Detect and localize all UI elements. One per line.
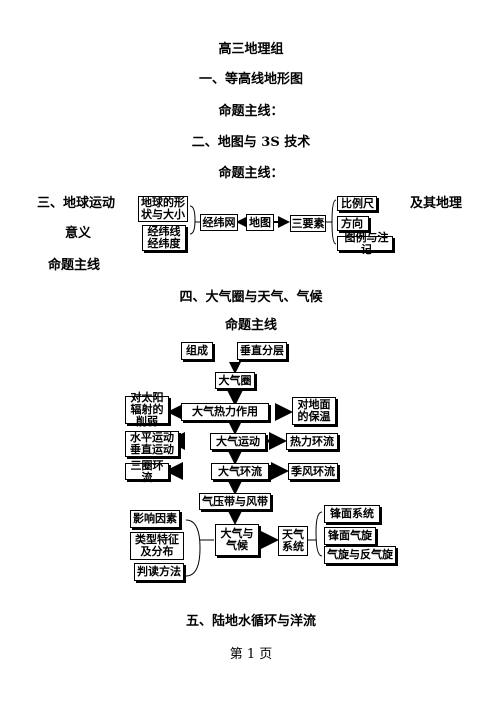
section-1-mainline: 命题主线：: [218, 104, 284, 119]
page-footer: 第 1 页: [0, 643, 502, 662]
box-lat-lon: 经纬线经纬度: [142, 225, 186, 251]
box-direction: 方向: [337, 216, 369, 231]
box-atmosphere: 大气圈: [215, 372, 255, 389]
box-lat-lon-deg: 经纬度: [147, 237, 181, 250]
box-atmo-motion: 大气运动: [210, 433, 266, 450]
footer-prefix: 第: [229, 647, 243, 662]
section-1-title: 一、等高线地形图: [198, 72, 303, 87]
box-legend: 图例与注记: [337, 231, 393, 255]
box-factors: 影响因素: [130, 510, 180, 528]
section-3-meaning: 意义: [65, 226, 92, 241]
box-cyclone-anticyclone: 气旋与反气旋: [324, 546, 396, 564]
box-reading: 判读方法: [134, 563, 184, 581]
box-solar-weaken: 对太阳辐射的削弱: [125, 392, 169, 428]
section-3-title-end: 及其地理: [410, 196, 463, 211]
box-climate: 大气与气候: [215, 524, 259, 556]
section-5-title: 五、陆地水循环与洋流: [185, 614, 316, 629]
box-layers: 垂直分层: [237, 342, 287, 360]
box-horizontal-vertical: 水平运动垂直运动: [125, 431, 179, 457]
box-horizontal-motion: 水平运动: [130, 431, 174, 444]
box-scale: 比例尺: [337, 196, 377, 211]
box-thermal-action: 大气热力作用: [181, 403, 269, 421]
box-front-cyclone: 锋面气旋: [324, 527, 376, 545]
box-vertical-motion: 垂直运动: [130, 443, 174, 456]
box-atmo-circulation: 大气环流: [211, 463, 269, 480]
box-weather-systems: 天气系统: [278, 526, 308, 556]
section-4-title: 四、大气圈与天气、气候: [179, 290, 323, 305]
box-front-system: 锋面系统: [324, 505, 380, 523]
section-3-mainline: 命题主线: [48, 258, 101, 273]
box-monsoon: 季风环流: [288, 463, 338, 480]
box-earth-shape-size: 地球的形状与大小: [138, 196, 188, 222]
section-2-mainline: 命题主线：: [218, 166, 284, 181]
group-title: 高三地理组: [218, 42, 284, 57]
box-types: 类型特征及分布: [130, 532, 184, 560]
box-composition: 组成: [181, 342, 213, 360]
box-thermal-circulation: 热力环流: [286, 433, 338, 450]
page-number: 1: [246, 647, 256, 662]
box-pressure-belts: 气压带与风带: [199, 493, 271, 510]
box-grid: 经纬网: [200, 214, 238, 231]
box-lat-lon-line: 经纬线: [147, 225, 181, 238]
box-ground-insulation: 对地面的保温: [292, 397, 336, 425]
section-2-title: 二、地图与 3S 技术: [191, 135, 311, 150]
footer-suffix: 页: [259, 647, 273, 662]
section-4-mainline: 命题主线: [224, 318, 277, 333]
section-3-title: 三、地球运动: [37, 196, 116, 211]
box-map: 地图: [246, 214, 274, 231]
box-three-elements: 三要素: [290, 215, 326, 232]
box-three-cell: 三圈环流: [125, 459, 169, 483]
